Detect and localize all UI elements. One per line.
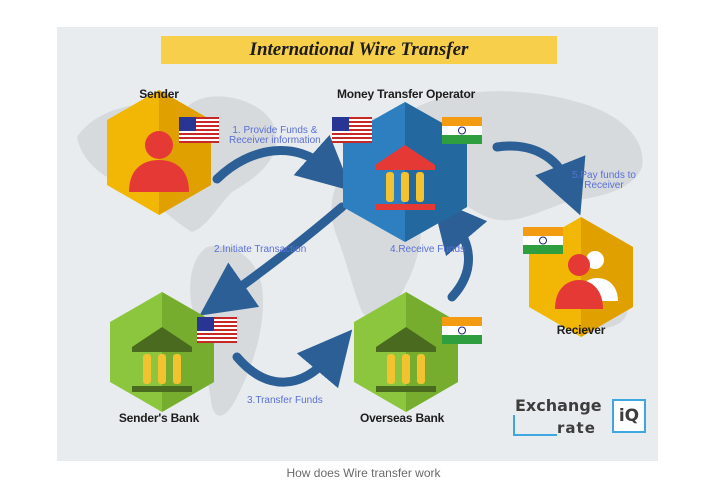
senders-bank-label: Sender's Bank — [118, 411, 200, 425]
diagram-frame: International Wire Transfer Sender Money… — [57, 27, 658, 461]
arrow-icon — [199, 202, 347, 316]
step-5-line-2: Receiver — [584, 180, 624, 191]
step-4-label: 4.Receive Funds — [390, 244, 466, 255]
overseas-bank-label: Overseas Bank — [359, 411, 445, 425]
step-1-label: 1. Provide Funds & Receiver information — [229, 126, 321, 146]
us-flag-icon — [179, 117, 219, 143]
person-icon — [129, 131, 189, 192]
step-1-line-2: Receiver information — [229, 135, 321, 146]
receiver-node — [522, 217, 633, 337]
diagram-title-bar: International Wire Transfer — [161, 36, 557, 64]
receiver-label: Reciever — [556, 323, 606, 337]
figure-caption: How does Wire transfer work — [286, 466, 441, 480]
step-5-line-1: 5.Pay funds to — [572, 170, 636, 181]
arrow-icon — [492, 141, 586, 216]
step-2-label: 2.Initiate Transaction — [214, 244, 307, 255]
step-5-label: 5.Pay funds to Receiver — [572, 171, 636, 191]
india-flag-icon — [441, 116, 483, 145]
step-1-line-1: 1. Provide Funds & — [232, 125, 318, 136]
arrow-icon — [431, 197, 488, 302]
diagram-title: International Wire Transfer — [249, 39, 469, 60]
us-flag-icon — [197, 317, 237, 343]
sender-label: Sender — [139, 87, 179, 101]
operator-label: Money Transfer Operator — [336, 87, 476, 101]
overseas-bank-node — [354, 292, 483, 412]
senders-bank-node — [110, 292, 237, 412]
logo-badge: iQ — [612, 399, 646, 433]
arrow-icon — [232, 329, 353, 389]
india-flag-icon — [441, 316, 483, 345]
sender-node — [107, 90, 219, 215]
person-icon — [555, 249, 621, 309]
flow-arrows — [199, 134, 586, 389]
money-transfer-operator-node — [332, 102, 483, 242]
diagram-canvas — [77, 90, 643, 416]
logo-word-exchange: Exchange — [515, 396, 602, 415]
us-flag-icon — [332, 117, 372, 143]
arrow-icon — [212, 134, 352, 191]
logo-word-rate: rate — [557, 419, 596, 437]
india-flag-icon — [522, 226, 564, 255]
step-3-label: 3.Transfer Funds — [247, 395, 323, 406]
